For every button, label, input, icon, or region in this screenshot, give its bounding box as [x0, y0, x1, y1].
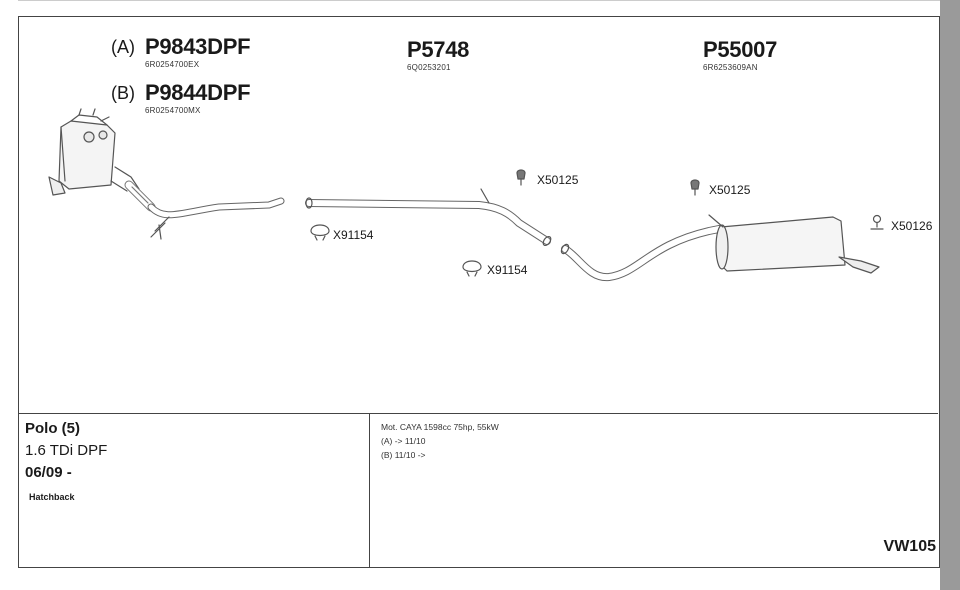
- hanger-icon: [690, 179, 700, 196]
- oe-number-dpf-a: 6R0254700EX: [145, 60, 200, 69]
- vehicle-years: 06/09 -: [25, 464, 72, 481]
- clamp-icon: [462, 260, 482, 277]
- part-number-middle[interactable]: P5748: [407, 37, 470, 62]
- middle-pipe-illustration: [305, 188, 552, 247]
- exhaust-diagram-sheet: (A) P9843DPF 6R0254700EX (B) P9844DPF 6R…: [18, 16, 940, 568]
- rear-silencer-illustration: [560, 214, 880, 282]
- vehicle-info-row: Polo (5) 1.6 TDi DPF 06/09 - Hatchback M…: [19, 413, 938, 568]
- exhaust-diagram: (A) P9843DPF 6R0254700EX (B) P9844DPF 6R…: [19, 17, 941, 413]
- oe-number-middle: 6Q0253201: [407, 63, 451, 72]
- vehicle-cell: Polo (5) 1.6 TDi DPF 06/09 - Hatchback: [19, 414, 370, 568]
- hanger-icon: [870, 214, 884, 230]
- diagram-reference: VW105: [883, 538, 936, 555]
- oe-number-dpf-b: 6R0254700MX: [145, 106, 201, 115]
- variant-b-label: (B): [111, 83, 135, 103]
- top-border: [18, 0, 940, 1]
- exhaust-drawing: [48, 108, 884, 282]
- hanger-2-label[interactable]: X50125: [709, 183, 751, 197]
- hanger-3-label[interactable]: X50126: [891, 219, 933, 233]
- motor-note: Mot. CAYA 1598cc 75hp, 55kW: [381, 422, 499, 432]
- clamp-icon: [310, 224, 330, 241]
- part-number-rear[interactable]: P55007: [703, 37, 778, 62]
- variant-b-note: (B) 11/10 ->: [381, 450, 426, 460]
- oe-number-rear: 6R6253609AN: [703, 63, 758, 72]
- vehicle-model: Polo (5): [25, 420, 80, 437]
- hanger-1-label[interactable]: X50125: [537, 173, 579, 187]
- clamp-1-label[interactable]: X91154: [333, 228, 374, 242]
- vehicle-engine: 1.6 TDi DPF: [25, 442, 108, 459]
- part-number-dpf-a[interactable]: P9843DPF: [145, 34, 251, 59]
- variant-a-note: (A) -> 11/10: [381, 436, 426, 446]
- scrollbar[interactable]: [940, 0, 960, 590]
- part-number-dpf-b[interactable]: P9844DPF: [145, 80, 251, 105]
- dpf-unit-illustration: [48, 108, 285, 240]
- vehicle-body: Hatchback: [29, 492, 75, 502]
- hanger-icon: [516, 169, 526, 186]
- variant-a-label: (A): [111, 37, 135, 57]
- clamp-2-label[interactable]: X91154: [487, 263, 528, 277]
